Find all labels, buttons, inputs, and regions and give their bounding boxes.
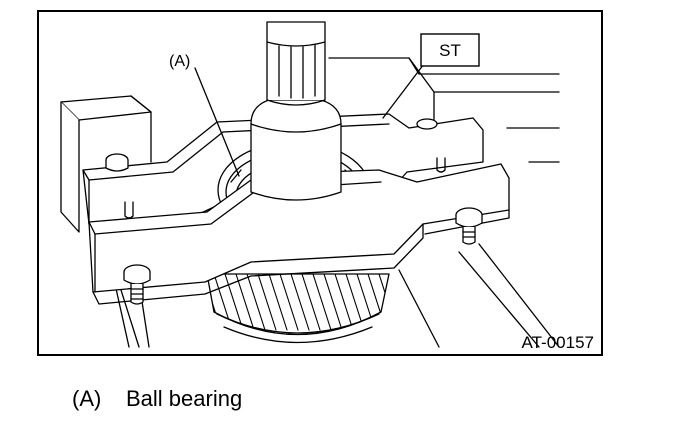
legend-key: (A) (72, 386, 102, 411)
leader-line-st (382, 59, 428, 119)
legend-text: Ball bearing (126, 386, 243, 411)
slot-marks (124, 157, 446, 219)
callout-a-label: (A) (169, 53, 190, 70)
bolt-left (123, 264, 151, 305)
bolt-rear-right (416, 118, 438, 130)
bolt-right (455, 207, 483, 245)
legend: (A) Ball bearing (72, 386, 242, 412)
callout-st-box (420, 33, 480, 67)
figure-id: AT-00157 (522, 333, 594, 352)
figure-frame: (A) ST AT-00157 (37, 10, 603, 356)
background-housing (98, 57, 560, 348)
left-block (60, 95, 152, 233)
helical-gear (206, 273, 390, 344)
bolt-rear-left (105, 153, 129, 172)
callout-st-label: ST (439, 41, 461, 60)
main-shaft (250, 21, 342, 201)
leader-line-a (194, 67, 240, 177)
bearing-puller-illustration: (A) ST AT-00157 (60, 21, 594, 352)
